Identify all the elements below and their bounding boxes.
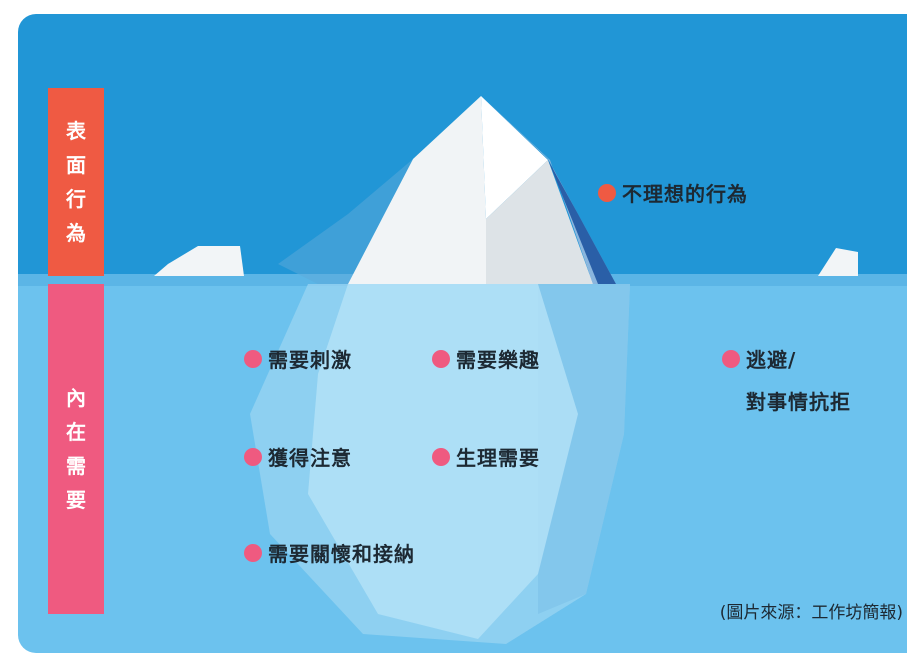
inner-item-need-fun: 需要樂趣 bbox=[432, 344, 540, 373]
item-text: 對事情抗拒 bbox=[746, 390, 851, 414]
surface-label-char: 行 bbox=[66, 187, 86, 211]
iceberg-peak-right bbox=[486, 160, 593, 284]
surface-behavior-label: 表 面 行 為 bbox=[48, 88, 104, 276]
small-ice-left bbox=[154, 246, 244, 276]
image-source-note: (圖片來源：工作坊簡報) bbox=[719, 603, 903, 623]
item-text: 不理想的行為 bbox=[622, 182, 748, 206]
iceberg-diagram: 表 面 行 為 內 在 需 要 不理想的行為 需要刺激 需要樂趣 逃避/ 對事情… bbox=[18, 14, 907, 653]
iceberg-side-translucent bbox=[278, 159, 413, 284]
inner-item-physical-needs: 生理需要 bbox=[432, 442, 540, 471]
iceberg-peak-center bbox=[481, 96, 548, 219]
item-text: 生理需要 bbox=[456, 446, 540, 470]
item-text: 逃避/ bbox=[746, 348, 797, 372]
inner-item-need-stimulation: 需要刺激 bbox=[244, 344, 352, 373]
inner-item-need-care-acceptance: 需要關懷和接納 bbox=[244, 538, 415, 567]
inner-needs-label: 內 在 需 要 bbox=[48, 284, 104, 614]
inner-item-avoidance: 逃避/ bbox=[722, 344, 796, 373]
inner-label-char: 內 bbox=[66, 386, 86, 410]
bullet-dot bbox=[598, 183, 616, 202]
bullet-dot bbox=[244, 447, 262, 466]
surface-label-char: 表 bbox=[66, 119, 86, 143]
bullet-dot bbox=[432, 349, 450, 368]
inner-label-char: 在 bbox=[66, 420, 86, 444]
iceberg-illustration bbox=[18, 14, 907, 653]
item-text: 需要關懷和接納 bbox=[268, 542, 415, 566]
bullet-dot bbox=[432, 447, 450, 466]
iceberg-shadow-dark bbox=[548, 160, 616, 284]
item-text: 需要樂趣 bbox=[456, 348, 540, 372]
bullet-dot bbox=[722, 349, 740, 368]
inner-label-char: 要 bbox=[66, 488, 86, 512]
small-ice-right bbox=[818, 248, 858, 276]
inner-item-resistance: 對事情抗拒 bbox=[746, 386, 851, 415]
surface-label-char: 面 bbox=[66, 153, 86, 177]
inner-item-seek-attention: 獲得注意 bbox=[244, 442, 352, 471]
bullet-dot bbox=[244, 349, 262, 368]
inner-label-char: 需 bbox=[66, 454, 86, 478]
item-text: 獲得注意 bbox=[268, 446, 352, 470]
bullet-dot bbox=[244, 543, 262, 562]
iceberg-peak-left bbox=[348, 96, 486, 284]
surface-item-undesirable-behavior: 不理想的行為 bbox=[598, 178, 748, 207]
item-text: 需要刺激 bbox=[268, 348, 352, 372]
surface-label-char: 為 bbox=[66, 221, 86, 245]
